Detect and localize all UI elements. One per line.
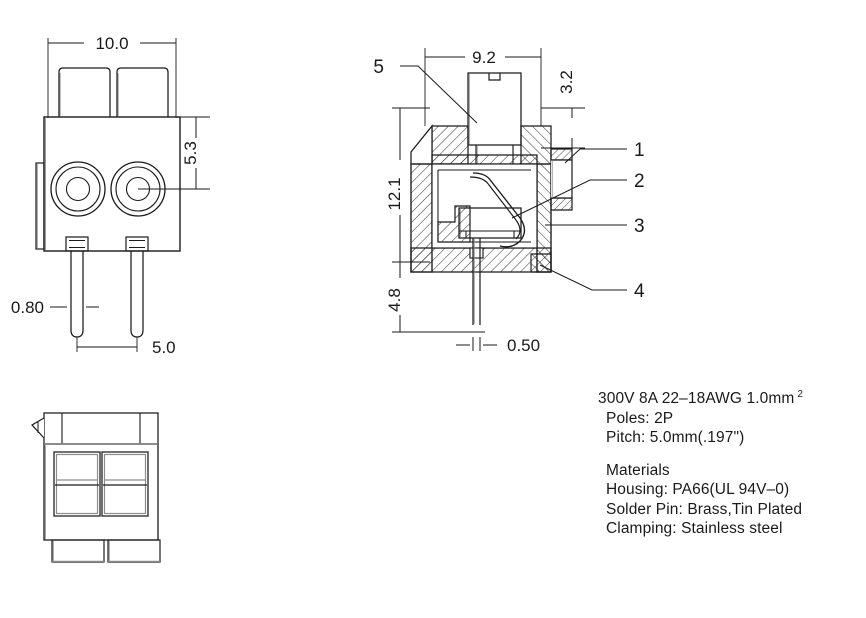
spec-materials-heading: Materials xyxy=(606,461,670,479)
wire-port-bottom-lip xyxy=(550,197,573,211)
callout-label-5: 5 xyxy=(373,57,384,78)
dim-label-width-overall: 10.0 xyxy=(95,34,128,53)
top-view-body xyxy=(43,443,159,541)
clamping-spring xyxy=(472,172,526,248)
wire-port-opening xyxy=(551,159,573,199)
screw-head-outline xyxy=(467,72,522,146)
dim-label-body-width: 9.2 xyxy=(472,48,496,67)
well-left xyxy=(58,67,111,117)
dim-label-screw-head-height: 3.2 xyxy=(557,70,576,94)
front-view xyxy=(35,38,210,352)
dim-label-hole-height: 5.3 xyxy=(181,141,200,165)
spec-poles: Poles: 2P xyxy=(606,409,674,427)
spec-spacer xyxy=(598,448,866,461)
leader-callout-5 xyxy=(400,65,478,124)
housing-chamfer xyxy=(410,124,433,165)
housing-bridge-top xyxy=(431,154,538,165)
top-view xyxy=(31,412,161,563)
callout-label-3: 3 xyxy=(634,216,645,237)
dim-label-pin-pitch: 5.0 xyxy=(152,338,176,357)
internal-boss xyxy=(437,205,471,243)
leader-callout-2 xyxy=(511,179,627,219)
top-view-pocket-right xyxy=(101,451,149,517)
dim-label-pin-thickness: 0.50 xyxy=(507,336,540,355)
callout-label-1: 1 xyxy=(634,140,645,161)
leader-callout-4 xyxy=(539,264,627,291)
top-view-tab-left xyxy=(51,539,105,563)
spec-rating-text: 300V 8A 22–18AWG 1.0mm xyxy=(598,390,795,408)
screw-left xyxy=(50,161,106,217)
spec-solder-pin: Solder Pin: Brass,Tin Plated xyxy=(606,500,803,518)
top-view-upper-band xyxy=(43,412,159,445)
screw-slot xyxy=(488,73,501,81)
front-side-flange xyxy=(35,162,45,250)
dim-label-body-height: 12.1 xyxy=(385,177,404,210)
top-view-pocket-left xyxy=(53,451,101,517)
solder-pin-right xyxy=(130,251,144,338)
wire-port-top-lip xyxy=(550,148,573,161)
dim-label-pin-length: 4.8 xyxy=(385,288,404,312)
pin-root-pocket xyxy=(469,247,484,259)
clamping-spring-inner xyxy=(469,176,521,240)
callout-label-2: 2 xyxy=(634,171,645,192)
dim-label-pin-width: 0.80 xyxy=(11,298,44,317)
pin-seat-right xyxy=(125,236,149,252)
pin-seat-left xyxy=(65,236,89,252)
spec-clamping: Clamping: Stainless steel xyxy=(606,520,783,538)
spec-rating-superscript: 2 xyxy=(797,389,804,400)
section-view xyxy=(392,48,627,351)
callout-label-4: 4 xyxy=(634,281,645,302)
well-right xyxy=(116,67,169,117)
section-solder-pin xyxy=(472,238,481,325)
spec-housing: Housing: PA66(UL 94V–0) xyxy=(606,481,790,499)
top-view-tab-right xyxy=(107,539,161,563)
leader-callout-1 xyxy=(564,148,627,164)
solder-pin-left xyxy=(70,251,84,338)
spec-pitch: Pitch: 5.0mm(.197") xyxy=(606,429,745,447)
